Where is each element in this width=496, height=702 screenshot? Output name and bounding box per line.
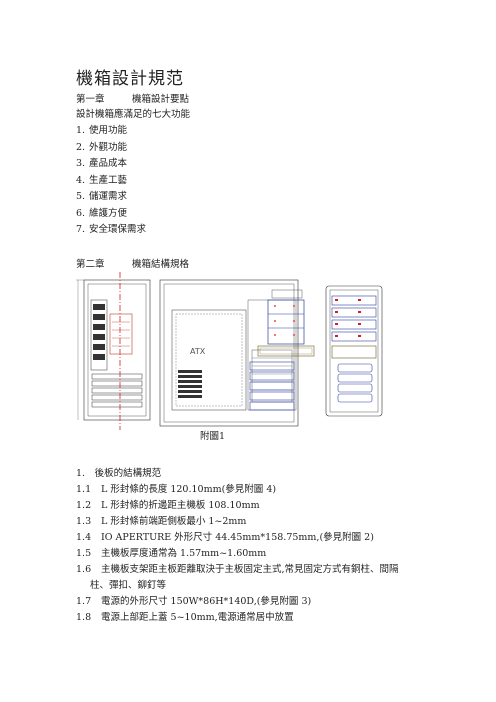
spec-text: 柱、彈扣、鉚釘等: [90, 580, 167, 591]
list-number: 2.: [76, 141, 86, 153]
spec-text: L 形封條的長度 120.10mm(參見附圖 4): [101, 484, 277, 495]
front-view: [325, 285, 383, 417]
spec-item: 1.3 L 形封條前端距側板最小 1~2mm: [76, 513, 246, 527]
spec-number: 1.4: [76, 532, 92, 543]
spec-item: 1.2 L 形封條的折邊距主機板 108.10mm: [76, 497, 260, 511]
spec-number: 1.2: [76, 500, 92, 511]
spec-number: 1.5: [76, 548, 92, 559]
list-text: 安全環保需求: [89, 224, 147, 235]
function-list-item: 1.使用功能: [76, 122, 127, 136]
spec-text: 主機板厚度通常為 1.57mm~1.60mm: [101, 548, 267, 559]
drive-bay-stack: [249, 289, 315, 411]
spec-item: 1.4 IO APERTURE 外形尺寸 44.45mm*158.75mm,(參見…: [76, 529, 374, 543]
list-number: 5.: [76, 191, 86, 202]
spec-text: L 形封條前端距側板最小 1~2mm: [101, 516, 247, 527]
spec-item: 1.6 主機板支架距主板距離取決于主板固定主式,常見固定方式有銅柱、間隔: [76, 561, 399, 575]
list-text: 使用功能: [89, 125, 128, 136]
rear-panel-view: [76, 279, 151, 421]
list-text: 維護方便: [89, 207, 128, 219]
spec-text: 主機板支架距主板距離取決于主板固定主式,常見固定方式有銅柱、間隔: [101, 564, 399, 575]
list-number: 3.: [76, 158, 86, 169]
spec-text: IO APERTURE 外形尺寸 44.45mm*158.75mm,(參見附圖 …: [101, 532, 374, 543]
list-number: 6.: [76, 207, 86, 219]
list-number: 7.: [76, 224, 86, 235]
function-list-item: 5.儲運需求: [76, 188, 127, 202]
spec-number: 1.6: [76, 564, 92, 575]
list-text: 外觀功能: [89, 141, 128, 153]
spec-text: 電源的外形尺寸 150W*86H*140D,(參見附圖 3): [101, 596, 312, 607]
list-text: 產品成本: [89, 158, 128, 169]
spec-item: 1.5 主機板厚度通常為 1.57mm~1.60mm: [76, 545, 266, 559]
spec-number: 1.3: [76, 516, 92, 527]
list-text: 儲運需求: [89, 191, 128, 202]
chapter-2-heading: 第二章 機箱結構規格: [76, 256, 189, 270]
spec-item: 柱、彈扣、鉚釘等: [90, 577, 166, 591]
chapter-2-number: 第二章: [76, 259, 105, 270]
list-number: 1.: [76, 125, 86, 136]
spec-item: 1.8 電源上部距上蓋 5~10mm,電源通常居中放置: [76, 609, 294, 623]
list-text: 生產工藝: [89, 174, 128, 186]
function-list-item: 4.生產工藝: [76, 172, 127, 186]
spec-number: 1.7: [76, 596, 92, 607]
chapter-1-title: 機箱設計要點: [132, 94, 190, 105]
spec-text: 電源上部距上蓋 5~10mm,電源通常居中放置: [101, 612, 294, 623]
rear-panel-subheading: 1. 後板的結構規范: [76, 468, 162, 479]
side-view: ATX: [159, 279, 299, 427]
figure-caption: 附圖1: [200, 431, 226, 442]
chapter-1-heading: 第一章 機箱設計要點: [76, 91, 189, 105]
function-list-item: 3.產品成本: [76, 155, 127, 169]
spec-number: 1.1: [76, 484, 92, 495]
function-list-item: 6.維護方便: [76, 205, 127, 219]
chapter-1-number: 第一章: [76, 94, 105, 105]
chassis-drawing-figure: ATX: [76, 272, 383, 430]
function-list-item: 2.外觀功能: [76, 139, 127, 153]
chapter-1-intro: 設計機箱應滿足的七大功能: [76, 109, 191, 120]
function-list-item: 7.安全環保需求: [76, 221, 146, 235]
spec-text: L 形封條的折邊距主機板 108.10mm: [101, 500, 260, 511]
document-title: 機箱設計規范: [76, 69, 184, 89]
spec-number: 1.8: [76, 612, 92, 623]
list-number: 4.: [76, 174, 86, 186]
spec-item: 1.1 L 形封條的長度 120.10mm(參見附圖 4): [76, 481, 276, 495]
atx-label: ATX: [190, 347, 206, 356]
chapter-2-title: 機箱結構規格: [132, 259, 190, 270]
spec-item: 1.7 電源的外形尺寸 150W*86H*140D,(參見附圖 3): [76, 593, 311, 607]
